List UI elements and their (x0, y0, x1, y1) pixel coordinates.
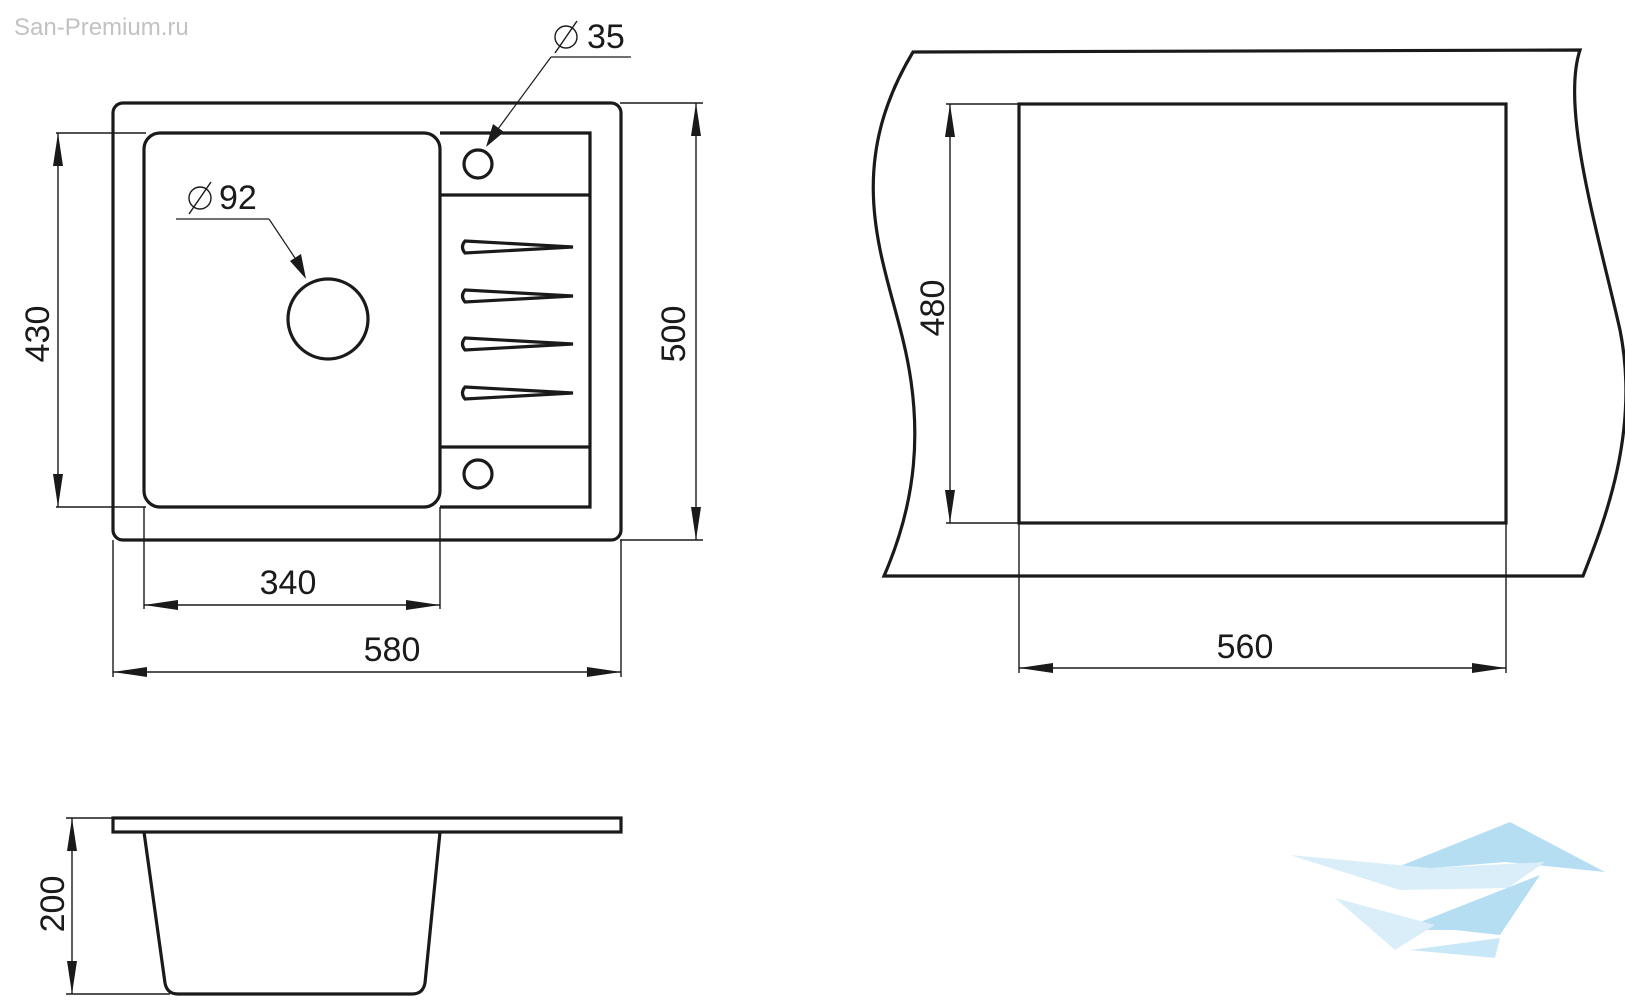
arrowhead (406, 600, 440, 610)
drainer-groove (460, 336, 574, 352)
bird-logo-icon (1290, 822, 1605, 958)
logo-wing-top (1385, 822, 1605, 872)
diameter-symbol (554, 25, 578, 49)
side-view: 200 (34, 816, 623, 996)
drain-diameter-label: 92 (219, 179, 257, 217)
sink-bowl (142, 131, 442, 509)
arrowhead (691, 507, 701, 540)
arrowhead (53, 133, 63, 166)
arrowhead (67, 818, 77, 851)
arrowhead (1472, 663, 1506, 673)
drainer-groove (460, 385, 574, 401)
plan-view: 430 500 340 580 35 92 (19, 18, 703, 677)
dimension-label-overall-width: 580 (364, 631, 421, 669)
cutout-opening (1017, 102, 1508, 525)
arrowhead (67, 961, 77, 994)
arrowhead (53, 474, 63, 507)
tap-hole-top (462, 148, 494, 180)
dimension-label-cutout-width: 560 (1217, 628, 1274, 666)
dimension-label-cutout-depth: 480 (914, 280, 952, 337)
logo-wing-middle (1290, 855, 1545, 890)
arrowhead (290, 254, 306, 279)
logo-body (1400, 875, 1540, 935)
drainer-groove (460, 288, 574, 304)
arrowhead (945, 490, 955, 523)
sink-rim-section (111, 816, 623, 834)
cutout-view: 480 560 (871, 48, 1625, 673)
arrowhead (945, 104, 955, 137)
tap-hole-bottom (462, 458, 494, 490)
sink-outer-rim (111, 101, 623, 542)
dimension-label-overall-depth: 500 (655, 306, 693, 363)
watermark-text: San-Premium.ru (14, 14, 189, 41)
countertop-outline (871, 48, 1625, 578)
logo-foot (1410, 938, 1500, 958)
arrowhead (691, 103, 701, 136)
dimension-label-bowl-depth: 430 (19, 306, 57, 363)
diameter-symbol (188, 186, 212, 210)
dimension-label-bowl-height: 200 (34, 876, 72, 933)
drainer-board (440, 131, 592, 509)
drainer-groove (460, 239, 574, 255)
diameter-symbol-slash (554, 20, 578, 54)
arrowhead (144, 600, 178, 610)
arrowhead (486, 124, 504, 147)
leader-line (268, 218, 296, 259)
logo-tail (1335, 898, 1435, 950)
drain-hole (286, 277, 370, 361)
arrowhead (587, 667, 621, 677)
diameter-symbol-slash (188, 181, 212, 215)
leader-line (497, 56, 552, 130)
dimension-label-bowl-width: 340 (260, 564, 317, 602)
tap-hole-diameter-label: 35 (587, 18, 625, 56)
arrowhead (113, 667, 147, 677)
arrowhead (1019, 663, 1053, 673)
bowl-section (142, 831, 442, 996)
